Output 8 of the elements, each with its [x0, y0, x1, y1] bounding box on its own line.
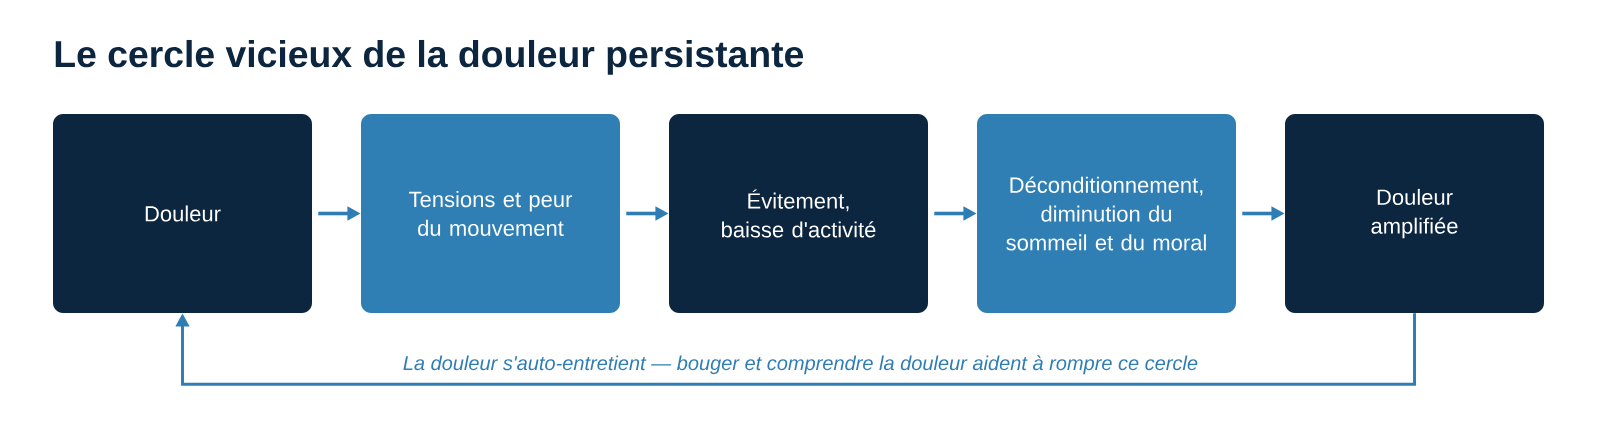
process-box: Évitement, baisse d'activité: [669, 114, 928, 313]
process-box: Douleur amplifiée: [1285, 114, 1544, 313]
arrow: [175, 313, 1416, 386]
process-box: Déconditionnement, diminution du sommeil et du moral: [977, 114, 1236, 313]
process-box: Tensions et peur du mouvement: [361, 114, 620, 313]
edge-label: La douleur s'auto-entretient — bouger et comprendre la douleur aident à rompre ce cercle: [400, 353, 1201, 377]
process-box: Douleur: [53, 114, 312, 313]
title: Le cercle vicieux de la douleur persistante: [55, 39, 804, 75]
